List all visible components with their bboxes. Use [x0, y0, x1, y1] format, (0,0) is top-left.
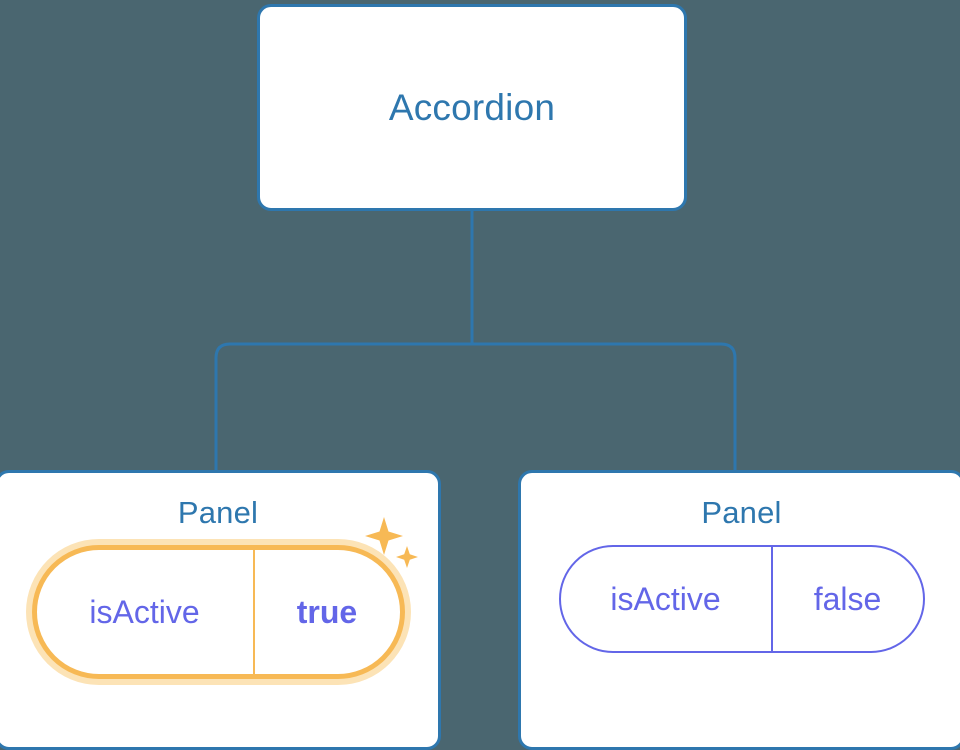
node-panel-active[interactable]: Panel isActive true: [0, 470, 441, 750]
prop-key: isActive: [37, 550, 255, 674]
diagram-canvas: Accordion Panel isActive true Panel isAc…: [0, 4, 960, 750]
node-panel-active-label: Panel: [177, 495, 259, 530]
node-panel-inactive-label: Panel: [701, 495, 782, 530]
node-accordion[interactable]: Accordion: [257, 4, 687, 211]
node-panel-inactive[interactable]: Panel isActive false: [518, 470, 960, 750]
edge-branch-bar: [214, 342, 737, 470]
prop-pill-wrapper-active: isActive true: [0, 517, 438, 679]
prop-pill-wrapper-inactive: isActive false: [521, 545, 960, 653]
prop-value: true: [296, 593, 358, 630]
prop-key: isActive: [561, 547, 773, 651]
prop-pill-isactive-true[interactable]: isActive true: [31, 545, 405, 679]
node-accordion-label: Accordion: [388, 86, 556, 128]
prop-pill-isactive-false[interactable]: isActive false: [558, 545, 925, 653]
prop-value: false: [813, 580, 882, 617]
